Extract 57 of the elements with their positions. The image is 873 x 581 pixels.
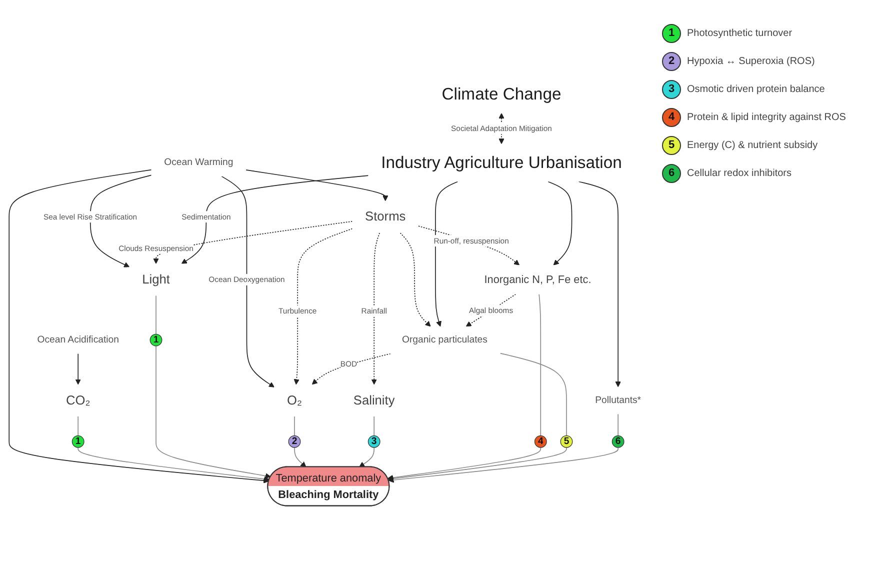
legend-marker: 5 bbox=[662, 136, 681, 155]
legend-text: Protein & lipid integrity against ROS bbox=[687, 112, 846, 123]
arrow bbox=[388, 447, 542, 481]
connector bbox=[294, 416, 295, 436]
arrow bbox=[75, 353, 81, 385]
node-circle: 3 bbox=[368, 435, 380, 448]
connector bbox=[538, 294, 542, 436]
node-text: CO₂ bbox=[66, 393, 90, 408]
node-circle: 5 bbox=[560, 435, 573, 448]
arrow bbox=[418, 226, 520, 266]
node-text: Organic particulates bbox=[402, 334, 488, 346]
legend-marker: 6 bbox=[662, 164, 681, 183]
node-circle: 6 bbox=[612, 435, 624, 448]
node-text: Light bbox=[142, 272, 170, 287]
node-text: Salinity bbox=[353, 393, 395, 408]
arrow bbox=[294, 447, 306, 468]
node-text: Industry Agriculture Urbanisation bbox=[381, 152, 622, 172]
legend-text: Photosynthetic turnover bbox=[687, 28, 792, 39]
node-text: Climate Change bbox=[442, 84, 562, 104]
arrow bbox=[181, 175, 369, 264]
node-text: O₂ bbox=[287, 393, 302, 408]
node-text: Storms bbox=[365, 210, 406, 224]
arrow bbox=[246, 170, 388, 202]
arrow bbox=[388, 447, 618, 483]
node-text: Ocean Warming bbox=[164, 156, 234, 168]
node-text: Pollutants* bbox=[595, 394, 642, 406]
legend-marker: 3 bbox=[662, 80, 681, 99]
node-circle: 4 bbox=[534, 435, 547, 448]
node-circle: 2 bbox=[288, 435, 301, 448]
legend-marker: 4 bbox=[662, 108, 681, 127]
legend-text: Cellular redox inhibitors bbox=[687, 168, 792, 179]
arrow bbox=[156, 346, 271, 479]
legend-text: Energy (C) & nutrient subsidy bbox=[687, 140, 818, 151]
node-circle: 1 bbox=[150, 334, 162, 346]
connector bbox=[500, 352, 567, 436]
legend-marker: 1 bbox=[662, 24, 681, 43]
arrow bbox=[359, 447, 375, 468]
arrow bbox=[548, 181, 572, 266]
arrow bbox=[435, 181, 458, 327]
arrow bbox=[294, 228, 353, 385]
arrow bbox=[400, 232, 431, 327]
node-text: Ocean Acidification bbox=[37, 334, 119, 346]
node-circle: 1 bbox=[72, 435, 84, 448]
legend-text: Osmotic driven protein balance bbox=[687, 84, 825, 95]
node-text: Inorganic N, P, Fe etc. bbox=[484, 273, 592, 286]
arrow bbox=[90, 174, 152, 268]
arrow bbox=[388, 447, 567, 482]
connector bbox=[374, 416, 375, 436]
legend-marker: 2 bbox=[662, 52, 681, 71]
arrow bbox=[78, 447, 270, 482]
legend-text: Hypoxia ↔ Superoxia (ROS) bbox=[687, 56, 815, 67]
arrow bbox=[466, 294, 516, 327]
arrow bbox=[312, 353, 391, 385]
arrow bbox=[8, 169, 270, 484]
arrow bbox=[578, 181, 621, 388]
arrow bbox=[221, 176, 274, 388]
arrow bbox=[371, 232, 380, 385]
